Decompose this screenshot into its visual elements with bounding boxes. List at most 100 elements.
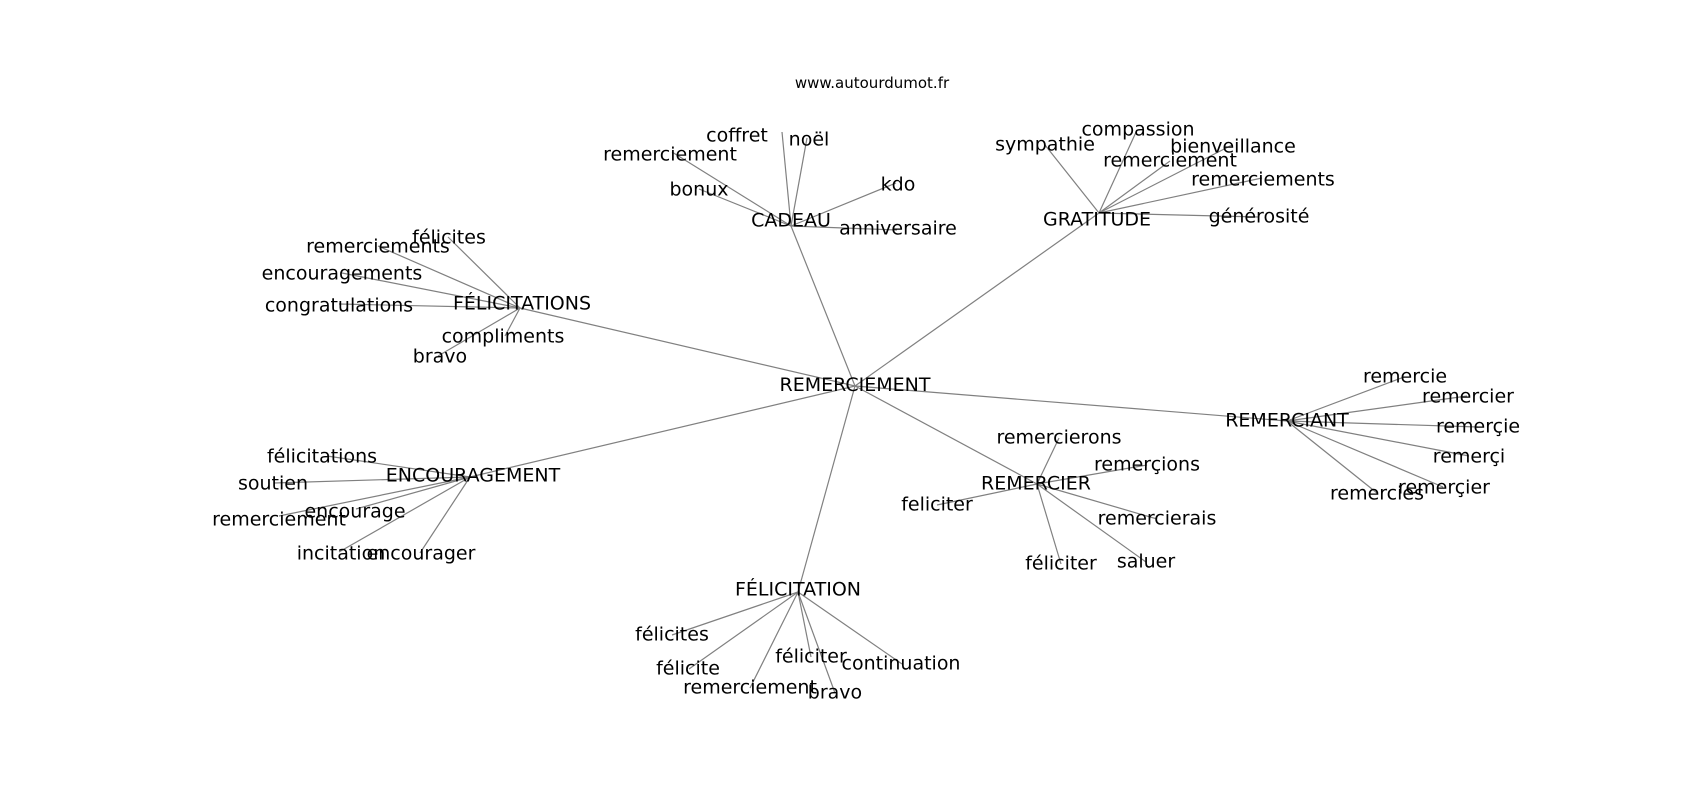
leaf-label-gratitude: remerciements bbox=[1191, 169, 1335, 191]
edge-remercier-leaf bbox=[1036, 464, 1148, 485]
edge-gratitude-leaf bbox=[1098, 160, 1171, 214]
edge-root-cadeau bbox=[790, 225, 856, 387]
leaf-label-felicitation: continuation bbox=[842, 653, 961, 675]
source-url: www.autourdumot.fr bbox=[795, 74, 950, 92]
edge-felicitations-leaf bbox=[338, 303, 521, 309]
edge-remercier-leaf bbox=[1036, 483, 1062, 565]
edge-gratitude-leaf bbox=[1098, 177, 1263, 214]
leaf-label-gratitude: générosité bbox=[1209, 206, 1310, 228]
graph-edges bbox=[273, 129, 1479, 694]
leaf-label-felicitation: remerciement bbox=[683, 677, 817, 699]
edge-felicitation-leaf bbox=[797, 591, 903, 665]
cluster-label-felicitation: FÉLICITATION bbox=[735, 578, 861, 601]
leaf-label-felicitation: féliciter bbox=[775, 646, 847, 668]
edge-felicitation-leaf bbox=[688, 591, 799, 670]
leaf-label-encouragement: encourage bbox=[304, 501, 405, 523]
edge-felicitations-leaf bbox=[504, 307, 521, 337]
cluster-label-gratitude: GRATITUDE bbox=[1043, 209, 1151, 231]
leaf-label-felicitations: bravo bbox=[413, 346, 467, 368]
edge-cadeau-leaf bbox=[790, 182, 897, 227]
edge-felicitations-leaf bbox=[341, 272, 521, 309]
edge-felicitations-leaf bbox=[377, 245, 521, 309]
edge-felicitation-leaf bbox=[797, 591, 836, 694]
edge-encouragement-leaf bbox=[326, 455, 471, 478]
edge-gratitude-leaf bbox=[1098, 212, 1260, 218]
leaf-label-felicitations: congratulations bbox=[265, 295, 413, 317]
edge-felicitations-leaf bbox=[447, 236, 521, 309]
leaf-label-gratitude: sympathie bbox=[995, 134, 1095, 156]
edge-cadeau-leaf bbox=[790, 225, 898, 231]
leaf-label-remercier: remerçions bbox=[1094, 454, 1200, 476]
edge-root-felicitations bbox=[519, 307, 856, 387]
edge-cadeau-leaf bbox=[698, 188, 792, 227]
edge-root-gratitude bbox=[854, 212, 1100, 387]
edge-root-encouragement bbox=[469, 385, 856, 478]
edge-cadeau-leaf bbox=[671, 151, 792, 227]
edge-encouragement-leaf bbox=[338, 476, 471, 553]
edge-remerciant-leaf bbox=[1286, 420, 1444, 488]
leaf-label-gratitude: compassion bbox=[1081, 119, 1194, 141]
leaf-label-remerciant: remercies bbox=[1330, 483, 1424, 505]
leaf-label-encouragement: remerciement bbox=[212, 509, 346, 531]
leaf-label-felicitation: bravo bbox=[808, 682, 862, 704]
leaf-label-gratitude: remerciement bbox=[1103, 150, 1237, 172]
leaf-label-cadeau: coffret bbox=[706, 125, 768, 147]
leaf-label-remercier: feliciter bbox=[901, 494, 973, 516]
cluster-label-encouragement: ENCOURAGEMENT bbox=[386, 465, 561, 487]
edge-remerciant-leaf bbox=[1286, 420, 1378, 494]
edge-felicitations-leaf bbox=[437, 307, 521, 357]
leaf-label-felicitation: félicites bbox=[635, 624, 709, 646]
leaf-label-cadeau: kdo bbox=[881, 174, 916, 196]
leaf-label-remercier: remercierons bbox=[996, 427, 1121, 449]
edge-root-felicitation bbox=[797, 385, 856, 593]
edge-remercier-leaf bbox=[1036, 483, 1147, 563]
graph-labels: www.autourdumot.fr REMERCIEMENT CADEAU co… bbox=[212, 74, 1520, 704]
cluster-label-remercier: REMERCIER bbox=[981, 473, 1091, 495]
leaf-label-felicitations: encouragements bbox=[262, 263, 423, 285]
edge-remercier-leaf bbox=[936, 483, 1038, 506]
leaf-label-remerciant: remerçi bbox=[1433, 446, 1505, 468]
leaf-label-remercier: féliciter bbox=[1025, 553, 1097, 575]
leaf-label-gratitude: bienveillance bbox=[1170, 136, 1296, 158]
edge-felicitation-leaf bbox=[749, 591, 799, 689]
edge-root-remercier bbox=[854, 385, 1038, 485]
leaf-label-remercier: saluer bbox=[1117, 551, 1176, 573]
edge-remerciant-leaf bbox=[1286, 376, 1405, 422]
leaf-label-felicitations: félicites bbox=[412, 227, 486, 249]
edge-encouragement-leaf bbox=[419, 476, 471, 554]
cluster-label-felicitations: FÉLICITATIONS bbox=[453, 292, 591, 315]
leaf-label-encouragement: félicitations bbox=[267, 446, 377, 468]
leaf-label-remerciant: remercier bbox=[1422, 386, 1514, 408]
leaf-label-cadeau: noël bbox=[789, 129, 830, 151]
edge-felicitation-leaf bbox=[797, 591, 812, 658]
edge-encouragement-leaf bbox=[278, 476, 471, 517]
leaf-label-cadeau: remerciement bbox=[603, 144, 737, 166]
cluster-label-remerciant: REMERCIANT bbox=[1225, 410, 1349, 432]
leaf-label-cadeau: bonux bbox=[669, 179, 728, 201]
edge-remercier-leaf bbox=[1036, 437, 1060, 485]
leaf-label-cadeau: anniversaire bbox=[839, 218, 957, 240]
leaf-label-encouragement: encourager bbox=[367, 543, 476, 565]
leaf-label-remerciant: remercie bbox=[1363, 366, 1447, 388]
edge-cadeau-leaf bbox=[781, 131, 792, 227]
edge-remerciant-leaf bbox=[1286, 395, 1468, 422]
cluster-label-cadeau: CADEAU bbox=[751, 210, 831, 232]
edge-felicitation-leaf bbox=[671, 591, 799, 636]
edge-root-remerciant bbox=[854, 385, 1288, 422]
leaf-label-encouragement: incitation bbox=[297, 543, 386, 565]
edge-remercier-leaf bbox=[1036, 483, 1158, 520]
leaf-label-felicitation: félicite bbox=[656, 658, 720, 680]
edge-gratitude-leaf bbox=[1098, 129, 1138, 214]
leaf-label-remerciant: remerçie bbox=[1436, 416, 1520, 438]
edge-cadeau-leaf bbox=[790, 137, 808, 227]
edge-encouragement-leaf bbox=[273, 476, 471, 484]
root-node-label: REMERCIEMENT bbox=[780, 374, 931, 396]
leaf-label-felicitations: compliments bbox=[442, 326, 565, 348]
edge-gratitude-leaf bbox=[1044, 144, 1100, 214]
edge-gratitude-leaf bbox=[1098, 144, 1233, 214]
edge-remerciant-leaf bbox=[1286, 420, 1479, 428]
leaf-label-remerciant: remerçier bbox=[1398, 477, 1490, 499]
leaf-label-encouragement: soutien bbox=[238, 473, 308, 495]
leaf-label-felicitations: remerciements bbox=[306, 236, 450, 258]
